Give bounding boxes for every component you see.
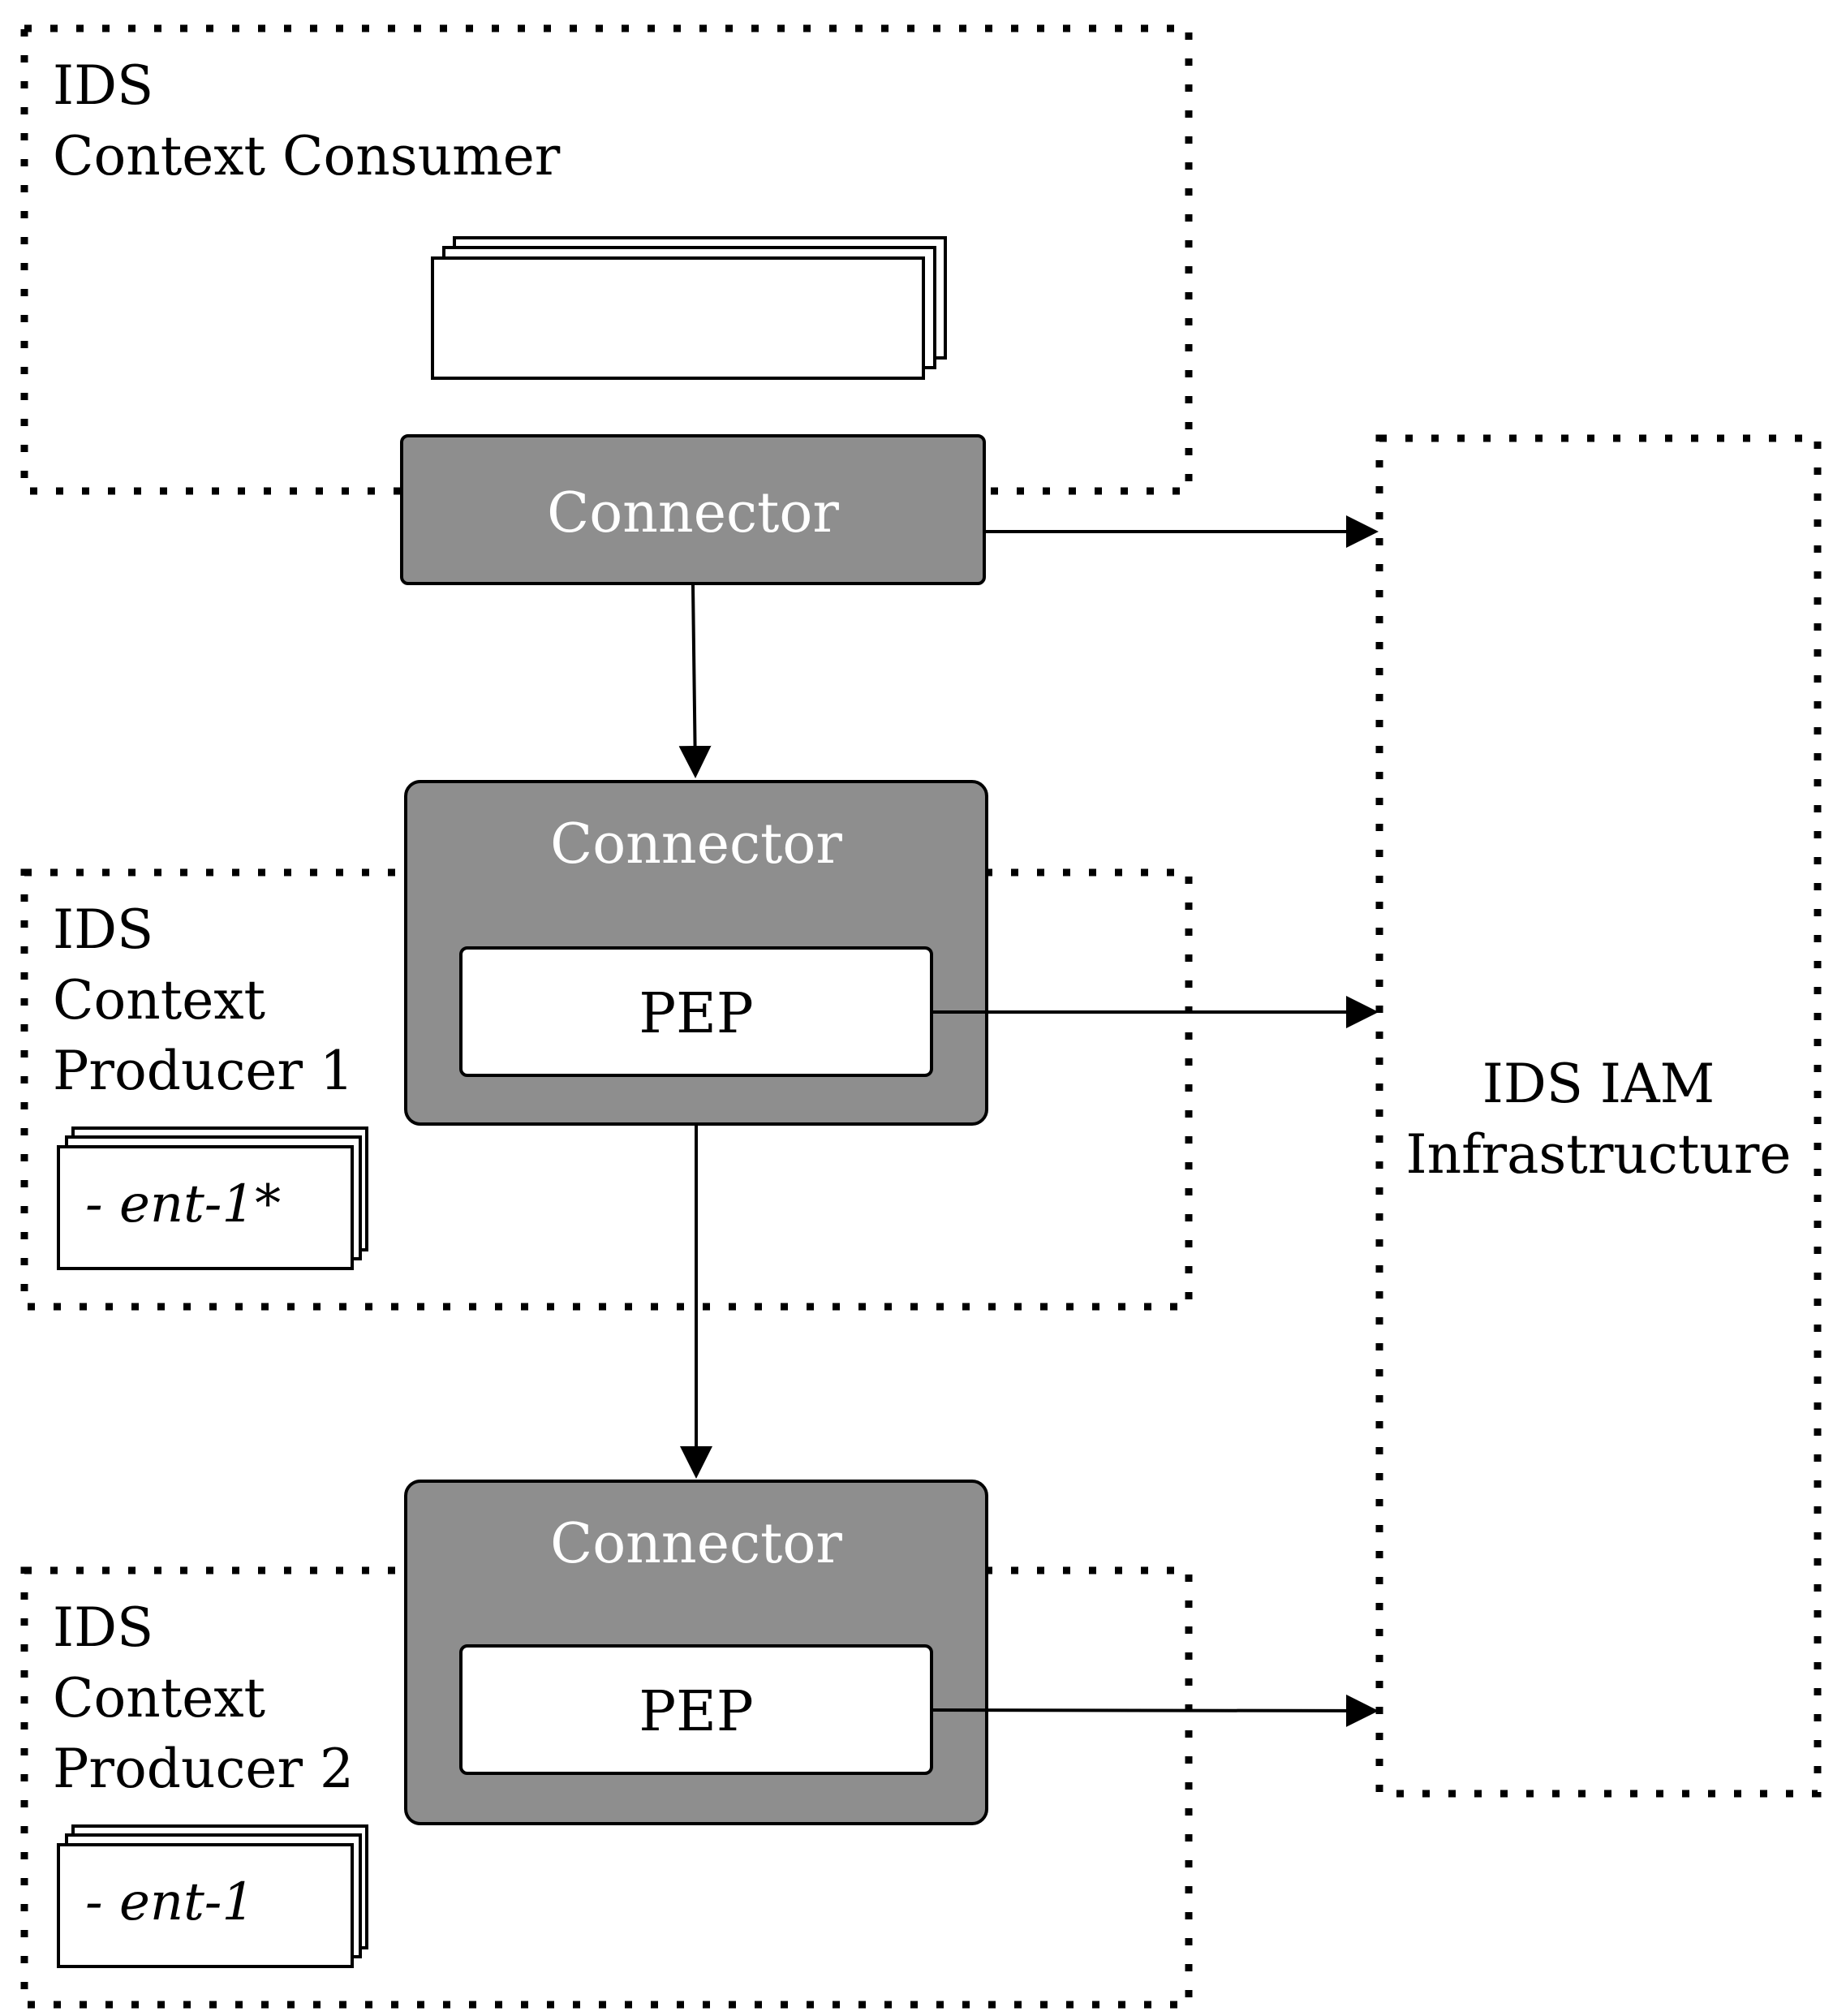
producer2-title-line3: Producer 2 bbox=[53, 1738, 354, 1800]
arrow-consumer-to-producer1 bbox=[678, 584, 712, 778]
producer2-entity-label: - ent-1 bbox=[85, 1872, 255, 1932]
consumer-connector: Connector bbox=[400, 434, 986, 585]
producer2-connector: Connector PEP bbox=[404, 1480, 988, 1825]
consumer-connector-label: Connector bbox=[547, 481, 839, 545]
iam-label-line1: IDS IAM bbox=[1482, 1053, 1715, 1115]
producer1-entity-label: - ent-1* bbox=[85, 1174, 281, 1234]
producer2-title-line2: Context bbox=[53, 1667, 265, 1730]
producer1-connector-label: Connector bbox=[550, 812, 842, 877]
producer1-title-line3: Producer 1 bbox=[53, 1040, 354, 1102]
producer1-connector: Connector PEP bbox=[404, 780, 988, 1126]
producer1-title-line1: IDS bbox=[53, 898, 153, 961]
producer1-entity-stack: - ent-1* bbox=[57, 1126, 368, 1270]
iam-region bbox=[1375, 434, 1822, 1798]
producer2-region bbox=[20, 1566, 1193, 2009]
producer2-connector-label: Connector bbox=[550, 1512, 842, 1576]
producer2-title-line1: IDS bbox=[53, 1596, 153, 1659]
producer2-entity-stack: - ent-1 bbox=[57, 1824, 368, 1968]
consumer-title-line1: IDS bbox=[53, 54, 153, 117]
producer1-title-line2: Context bbox=[53, 969, 265, 1032]
consumer-document-stack-icon bbox=[431, 236, 947, 380]
producer2-pep-box bbox=[459, 1644, 933, 1775]
producer1-pep-label: PEP bbox=[639, 982, 753, 1046]
arrow-producer2-pep-to-iam bbox=[931, 1694, 1379, 1727]
producer1-region bbox=[20, 868, 1193, 1311]
producer2-pep-label: PEP bbox=[639, 1680, 753, 1744]
iam-label-line2: Infrastructure bbox=[1406, 1123, 1792, 1186]
consumer-title-line2: Context Consumer bbox=[53, 125, 561, 187]
